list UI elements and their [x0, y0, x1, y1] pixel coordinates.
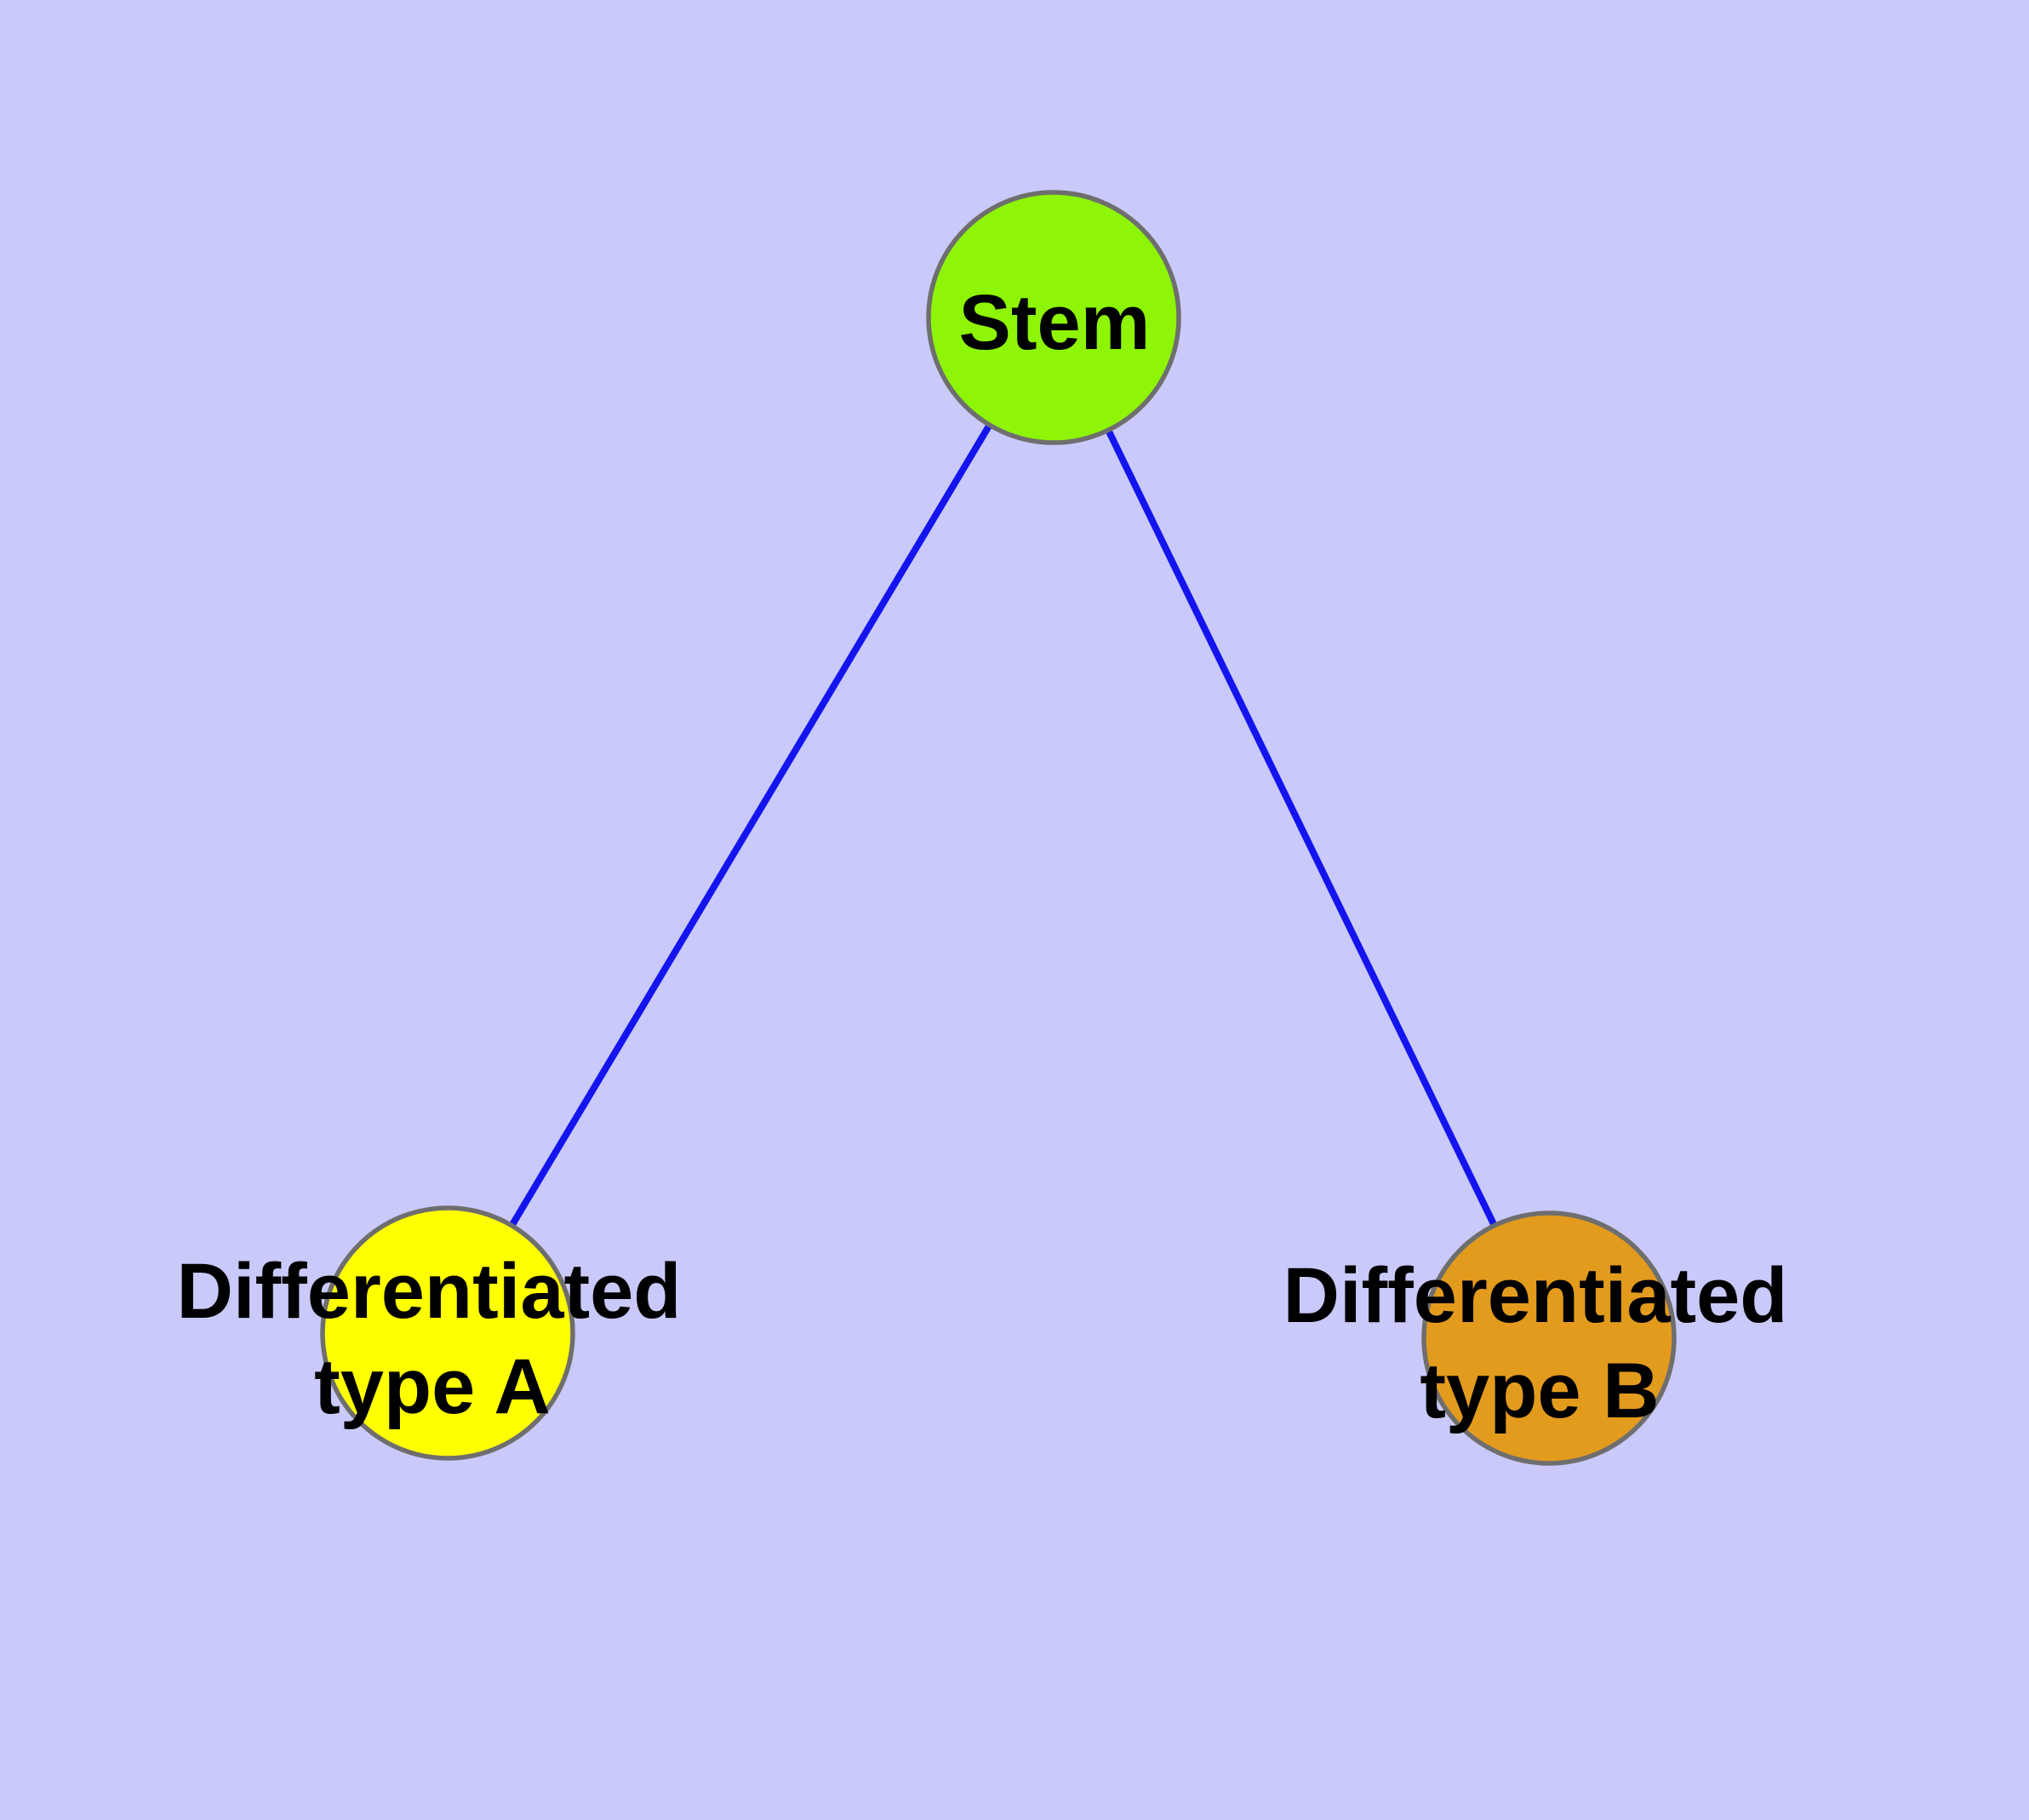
node-differentiated-type-a: [320, 1205, 575, 1461]
node-differentiated-type-a-label-line1: Differentiated: [177, 1248, 682, 1335]
node-stem-label: Stem: [959, 279, 1151, 366]
edge-stem-to-type-b: [1050, 316, 1552, 1340]
node-differentiated-type-b-label-line2: type B: [1420, 1348, 1659, 1434]
node-differentiated-type-b: [1421, 1210, 1677, 1466]
edge-stem-to-type-a: [444, 315, 1057, 1336]
node-stem: [926, 190, 1181, 445]
node-differentiated-type-b-label-line1: Differentiated: [1283, 1252, 1788, 1339]
node-differentiated-type-a-label-line2: type A: [314, 1343, 551, 1430]
